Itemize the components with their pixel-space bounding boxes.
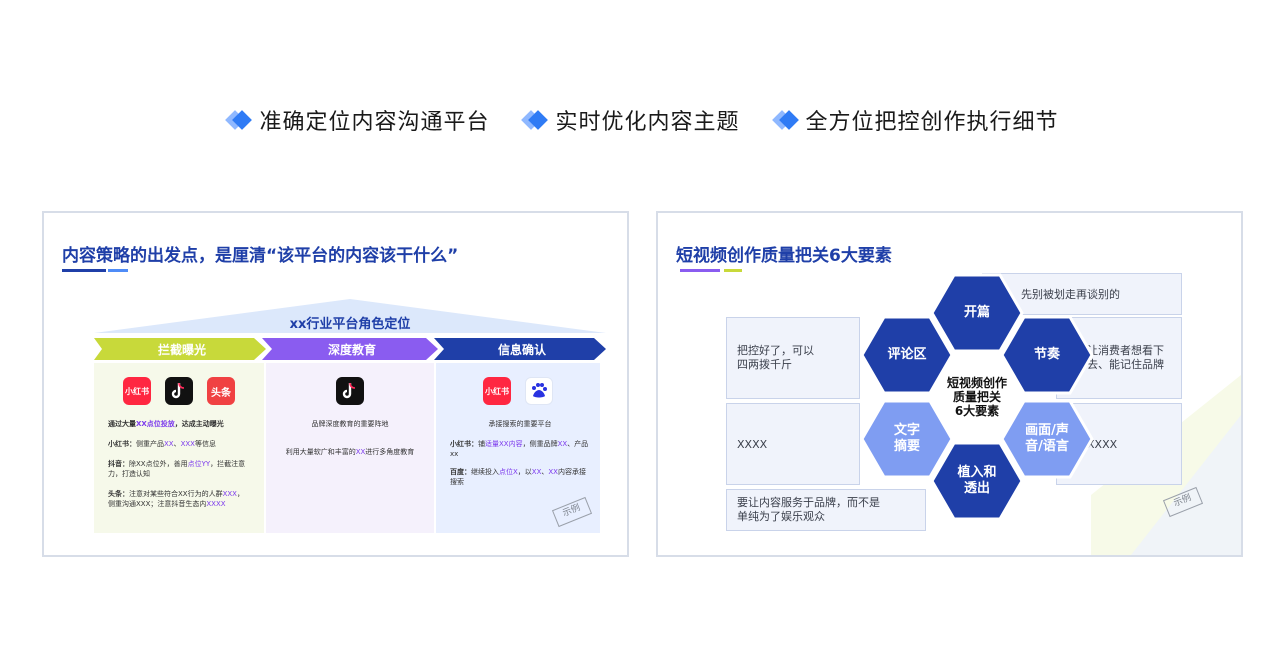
hex-label-text-summary: 文字摘要 [893, 423, 920, 454]
col3-line-xiaohongshu: 小红书：铺适量XX内容，侧重品牌XX、产品xx [450, 440, 589, 458]
col2-heading: 品牌深度教育的重要阵地 [311, 420, 389, 428]
douyin-icon [165, 377, 193, 405]
column-education: 品牌深度教育的重要阵地 利用大量软广和丰富的XX进行多角度教育 [266, 363, 434, 533]
hexagon-diagram [860, 273, 1094, 521]
col1-line-xiaohongshu: 小红书：侧重产品XX、XXX等信息 [108, 440, 216, 448]
roof-shape [94, 299, 606, 333]
hex-text-summary [860, 399, 954, 479]
stage-arrows [94, 338, 606, 360]
hex-label-visual-sound: 画面/声音/语言 [1025, 423, 1069, 454]
stage-label-exposure: 拦截曝光 [157, 343, 206, 357]
xiaohongshu-icon: 小红书 [483, 377, 511, 405]
feature-label: 全方位把控创作执行细节 [805, 110, 1059, 135]
diamond-icon [225, 108, 253, 132]
panel-comments-note: 把控好了，可以四两拨千斤 [726, 317, 860, 399]
column-confirm: 小红书 承接搜索的重要平台 小红书：铺适量XX内容，侧重品牌XX、产品xx 百度… [436, 363, 600, 533]
short-video-quality-card[interactable]: 短视频创作质量把关6大要素 先别被划走再谈别的 把控好了，可以四两拨千斤 让消费… [656, 211, 1243, 557]
hex-placement [930, 441, 1024, 521]
hex-label-placement: 植入和透出 [957, 465, 997, 496]
title-underline [62, 269, 106, 272]
feature-item: 准确定位内容沟通平台 [225, 104, 490, 136]
baidu-icon [525, 377, 553, 405]
card-title: 内容策略的出发点，是厘清“该平台的内容该干什么” [62, 246, 459, 266]
col1-line-toutiao: 头条：注意对某些符合XX行为的人群XXX，侧重沟通XXX；注意抖音生态内XXXX [108, 490, 244, 508]
hex-label-comments: 评论区 [887, 347, 927, 362]
hex-label-opening: 开篇 [963, 305, 990, 320]
hex-comments [860, 315, 954, 395]
hex-rhythm [1000, 315, 1094, 395]
title-underline [680, 269, 720, 272]
douyin-icon [336, 377, 364, 405]
panel-placement-note: 要让内容服务于品牌，而不是单纯为了娱乐观众 [726, 489, 926, 531]
diamond-icon [521, 108, 549, 132]
col2-body: 利用大量软广和丰富的XX进行多角度教育 [285, 448, 415, 456]
col3-line-baidu: 百度：继续投入点位X，以XX、XX内容承接搜索 [450, 468, 586, 486]
feature-item: 实时优化内容主题 [521, 104, 740, 136]
column-exposure: 小红书 头条 通过大量XX点位投放，达成主动曝光 小红书：侧重产品XX、XXX等… [94, 363, 264, 533]
hex-center [930, 357, 1024, 437]
feature-label: 实时优化内容主题 [555, 110, 740, 135]
xiaohongshu-icon: 小红书 [123, 377, 151, 405]
hex-opening [930, 273, 1024, 353]
stage-label-education: 深度教育 [327, 343, 376, 357]
example-stamp: 示例 [551, 496, 593, 528]
feature-label: 准确定位内容沟通平台 [259, 110, 490, 135]
col1-line-douyin: 抖音：除XX点位外，善用点位YY，拦截注意力，打造认知 [108, 460, 246, 478]
hex-visual-sound [1000, 399, 1094, 479]
content-strategy-card[interactable]: 内容策略的出发点，是厘清“该平台的内容该干什么” xx行业平台角色定位 拦截曝光… [42, 211, 629, 557]
panel-text-note: XXXX [726, 403, 860, 485]
diamond-icon [771, 108, 799, 132]
feature-item: 全方位把控创作执行细节 [771, 104, 1059, 136]
card-title: 短视频创作质量把关6大要素 [676, 246, 892, 266]
roof-label: xx行业平台角色定位 [289, 317, 411, 332]
toutiao-icon: 头条 [207, 377, 235, 405]
col1-intro: 通过大量XX点位投放，达成主动曝光 [108, 420, 224, 428]
title-underline-accent [724, 269, 742, 272]
title-underline-accent [108, 269, 128, 272]
stage-label-confirm: 信息确认 [497, 343, 546, 357]
feature-row: 准确定位内容沟通平台 实时优化内容主题 全方位把控创作执行细节 [0, 104, 1286, 136]
col3-heading: 承接搜索的重要平台 [488, 420, 552, 428]
hex-label-rhythm: 节奏 [1033, 347, 1060, 362]
